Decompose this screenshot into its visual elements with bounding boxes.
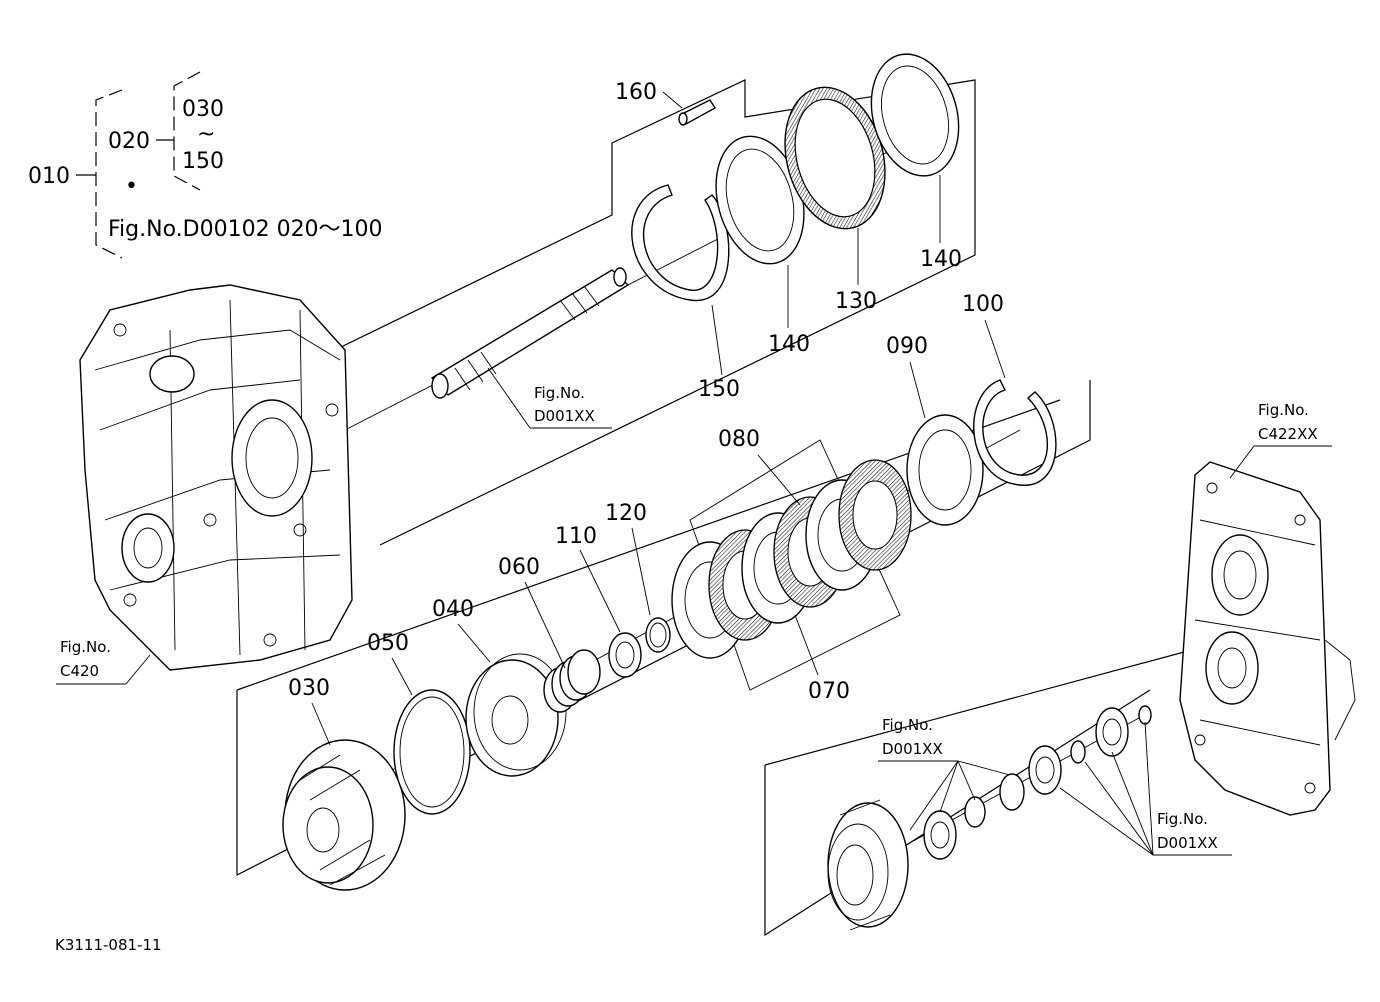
callout-140-right: 140 <box>920 247 962 272</box>
figref-shaft-line1: Fig.No. <box>534 384 585 402</box>
upper-parts <box>631 53 960 302</box>
figref-bearings-line2: D001XX <box>1157 834 1218 852</box>
transmission-housing <box>79 284 353 671</box>
callout-090: 090 <box>886 334 928 359</box>
callout-140-left: 140 <box>768 332 810 357</box>
clutch-parts <box>282 379 1057 891</box>
callout-130: 130 <box>835 289 877 314</box>
callout-100: 100 <box>962 292 1004 317</box>
figref-bearings-line1: Fig.No. <box>1157 810 1208 828</box>
tree-dot: • <box>125 174 138 199</box>
callout-050: 050 <box>367 631 409 656</box>
shaft <box>430 267 630 399</box>
tree-ref-text: Fig.No.D00102 020～100 <box>108 217 383 242</box>
callout-060: 060 <box>498 555 540 580</box>
figref-housing-line2: C420 <box>60 662 99 680</box>
callout-160: 160 <box>615 80 657 105</box>
callout-040: 040 <box>432 597 474 622</box>
tree-label-030: 030 <box>182 97 224 122</box>
gear-parts <box>827 705 1152 931</box>
callout-150: 150 <box>698 377 740 402</box>
tree-tilde: ~ <box>197 122 215 147</box>
tree-label-010: 010 <box>28 164 70 189</box>
callouts: 160 150 140 130 140 100 090 080 070 120 … <box>288 80 1006 746</box>
callout-070: 070 <box>808 679 850 704</box>
tree-label-150: 150 <box>182 149 224 174</box>
figref-gear-line2: D001XX <box>882 740 943 758</box>
callout-080: 080 <box>718 427 760 452</box>
figref-cover-line1: Fig.No. <box>1258 401 1309 419</box>
footer-code: K3111-081-11 <box>55 936 162 954</box>
callout-120: 120 <box>605 501 647 526</box>
callout-110: 110 <box>555 524 597 549</box>
figref-cover-line2: C422XX <box>1258 425 1318 443</box>
tree-label-020: 020 <box>108 129 150 154</box>
part-tree: 010 020 030 ~ 150 • Fig.No.D00102 020～10… <box>28 71 383 259</box>
callout-030: 030 <box>288 676 330 701</box>
figref-gear-line1: Fig.No. <box>882 716 933 734</box>
group-boundaries <box>236 79 1211 937</box>
figure-references: Fig.No. D001XX Fig.No. C420 Fig.No. C422… <box>56 367 1332 856</box>
spring <box>543 649 601 713</box>
figref-shaft-line2: D001XX <box>534 407 595 425</box>
transmission-cover <box>1179 461 1356 816</box>
figref-housing-line1: Fig.No. <box>60 638 111 656</box>
